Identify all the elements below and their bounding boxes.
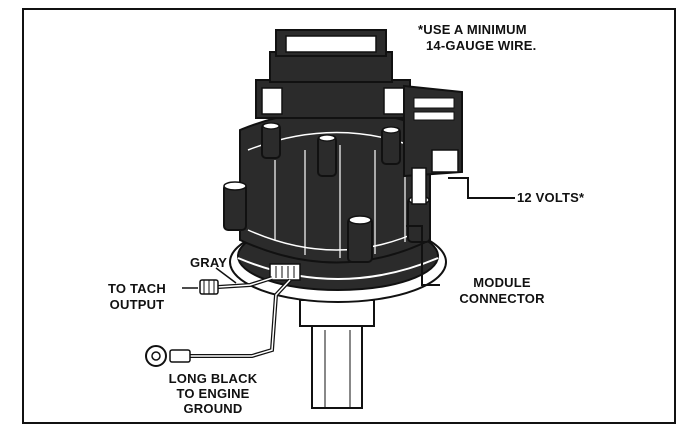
tach-wire — [199, 276, 273, 295]
spark-plug-towers — [223, 122, 431, 263]
terminal-block — [403, 84, 463, 205]
twelve-volts-label: 12 VOLTS* — [517, 190, 585, 205]
distributor-shaft — [299, 299, 375, 409]
tach-output-label-line2: OUTPUT — [109, 297, 165, 312]
ground-label-line1: LONG BLACK — [168, 371, 258, 386]
module-connector-label-line1: MODULE — [473, 275, 531, 290]
wire-gauge-note-line2: 14-GAUGE WIRE. — [426, 38, 537, 53]
coil-housing — [255, 29, 411, 119]
ground-label-line3: GROUND — [183, 401, 243, 416]
tach-output-label-line1: TO TACH — [108, 281, 166, 296]
module-connector-plug — [269, 263, 301, 281]
wire-gauge-note-line1: *USE A MINIMUM — [418, 22, 527, 37]
ground-label-line2: TO ENGINE — [176, 386, 250, 401]
module-connector-label-line2: CONNECTOR — [459, 291, 545, 306]
gray-wire-label: GRAY — [190, 255, 228, 270]
leader-lines — [182, 177, 515, 289]
ground-wire — [145, 278, 292, 367]
